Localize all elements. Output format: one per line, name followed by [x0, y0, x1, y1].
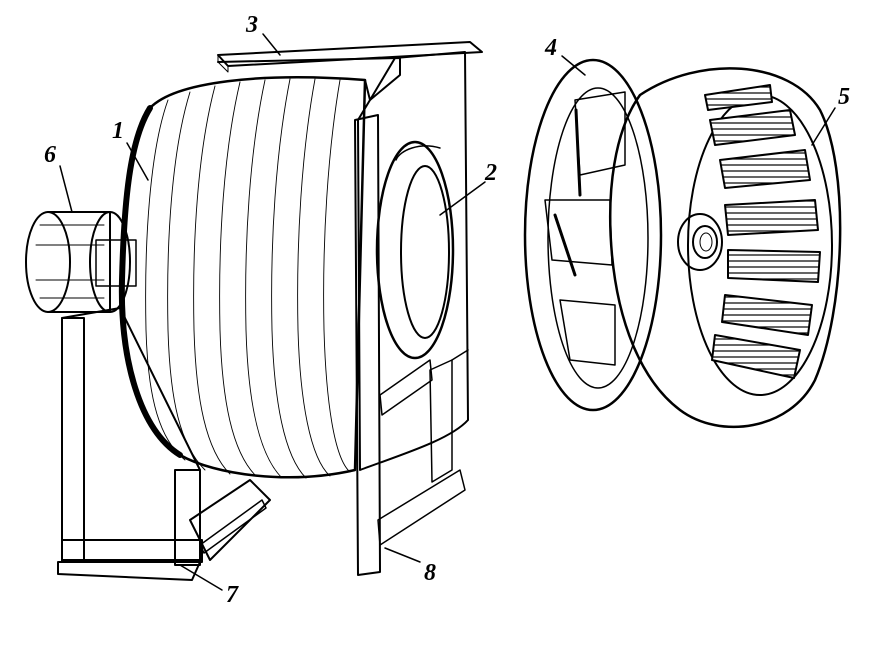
callout-5: 5	[838, 84, 850, 110]
motor-support-frame	[57, 307, 203, 581]
spiral-casing	[118, 57, 401, 479]
impeller-hub	[677, 213, 723, 271]
impeller-back-plate	[523, 58, 663, 412]
callout-8: 8	[424, 560, 436, 586]
callout-1: 1	[112, 118, 124, 144]
base-rail	[189, 479, 271, 561]
casing-side-plate	[354, 51, 469, 576]
callout-7: 7	[226, 582, 239, 608]
impeller-shroud	[609, 67, 842, 429]
callout-6: 6	[44, 142, 56, 168]
motor	[25, 211, 137, 313]
leader-lines	[59, 33, 836, 591]
callout-3: 3	[245, 12, 258, 38]
callout-4: 4	[544, 35, 557, 61]
outlet-flange	[217, 41, 483, 73]
callout-2: 2	[484, 160, 497, 186]
inlet-collar	[375, 140, 455, 360]
